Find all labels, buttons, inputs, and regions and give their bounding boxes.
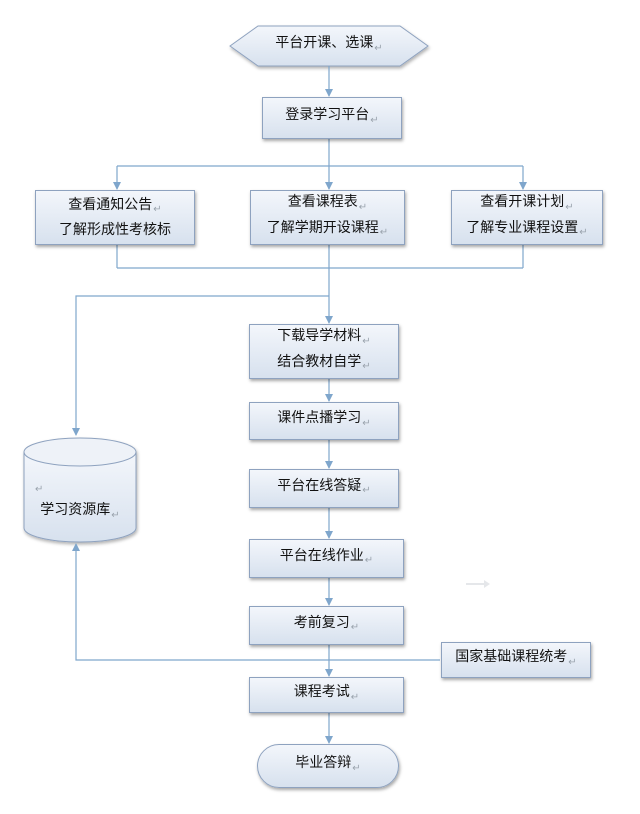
schedule-line-2: 了解学期开设课程 — [266, 219, 379, 236]
national-exam-label: 国家基础课程统考 — [455, 649, 568, 666]
schedule-node: 查看课程表↵ 了解学期开设课程↵ — [250, 190, 405, 245]
homework-node: 平台在线作业↵ — [249, 539, 404, 578]
defense-label: 毕业答辩 — [295, 755, 352, 772]
exam-label: 课程考试 — [293, 684, 350, 701]
national-exam-node: 国家基础课程统考↵ — [441, 642, 591, 678]
repository-label: 学习资源库 — [40, 502, 111, 518]
notice-line-2: 了解形成性考核标 — [59, 222, 171, 239]
plan-line-1: 查看开课计划 — [480, 193, 565, 210]
defense-node: 毕业答辩↵ — [257, 744, 399, 788]
faint-arrow-icon — [466, 580, 490, 588]
connector-national-exam — [72, 543, 440, 661]
download-line-2: 结合教材自学 — [277, 353, 362, 370]
review-node: 考前复习↵ — [249, 606, 404, 645]
login-node: 登录学习平台↵ — [262, 97, 402, 139]
notice-line-1: 查看通知公告 — [68, 196, 153, 213]
review-label: 考前复习 — [293, 614, 350, 631]
connector-to-repository — [72, 295, 329, 436]
courseware-node: 课件点播学习↵ — [249, 402, 399, 440]
notice-node: 查看通知公告↵ 了解形成性考核标 — [35, 190, 195, 245]
plan-line-2: 了解专业课程设置 — [466, 219, 579, 236]
repository-node: ↵ 学习资源库↵ — [35, 484, 120, 521]
schedule-line-1: 查看课程表 — [287, 193, 358, 210]
courseware-label: 课件点播学习 — [277, 410, 362, 427]
repository-shape — [23, 437, 137, 543]
qa-node: 平台在线答疑↵ — [249, 469, 399, 508]
start-label: 平台开课、选课 — [275, 35, 374, 52]
exam-node: 课程考试↵ — [249, 677, 404, 713]
homework-label: 平台在线作业 — [279, 547, 364, 564]
login-label: 登录学习平台 — [285, 107, 370, 124]
qa-label: 平台在线答疑 — [277, 477, 362, 494]
download-node: 下载导学材料↵ 结合教材自学↵ — [249, 324, 399, 379]
download-line-1: 下载导学材料 — [277, 327, 362, 344]
start-node: 平台开课、选课↵ — [275, 35, 383, 54]
plan-node: 查看开课计划↵ 了解专业课程设置↵ — [451, 190, 603, 245]
start-shape — [229, 25, 429, 67]
